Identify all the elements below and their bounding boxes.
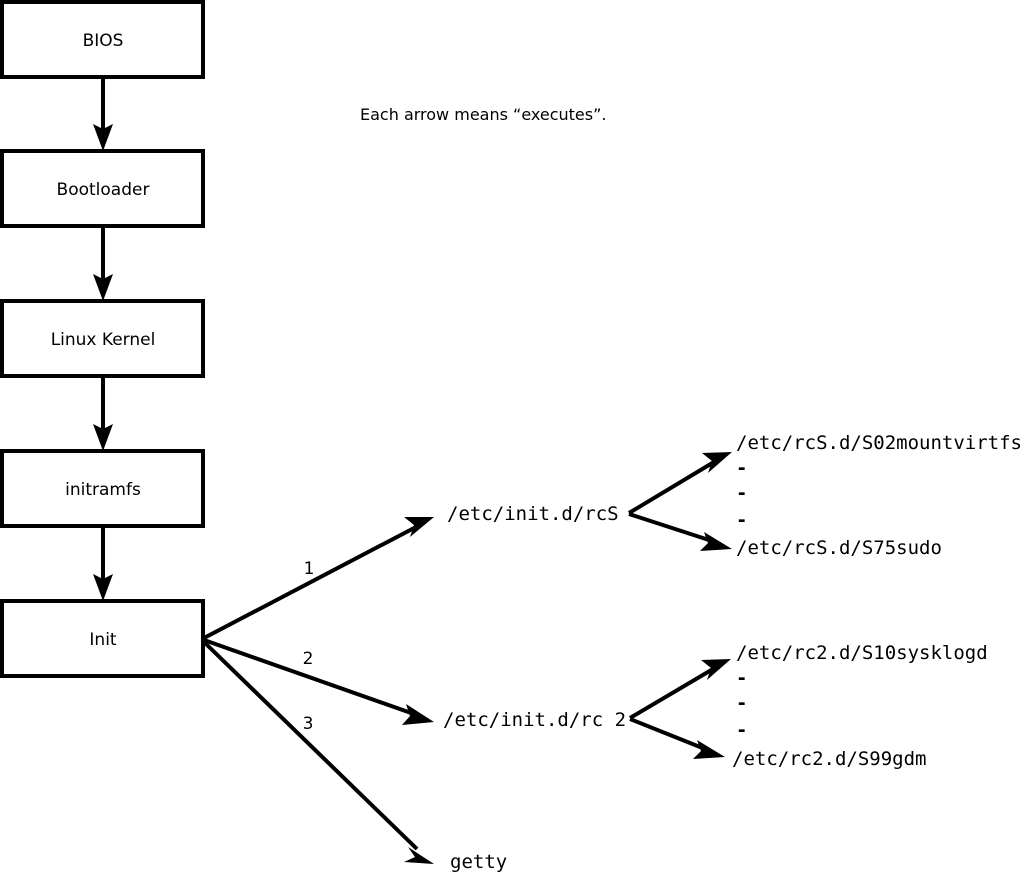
node-init-label: Init — [89, 630, 117, 650]
label-rcs-script-first: /etc/rcS.d/S02mountvirtfs — [736, 432, 1022, 454]
diagram-caption: Each arrow means “executes”. — [360, 105, 606, 124]
label-rc2-script-last: /etc/rc2.d/S99gdm — [732, 748, 926, 770]
node-initramfs-label: initramfs — [65, 480, 141, 500]
node-bootloader[interactable]: Bootloader — [0, 149, 205, 228]
arrowhead-init-getty — [404, 847, 434, 864]
edge-init-branch-1 — [203, 517, 434, 640]
edge-rc2-to-last-script — [629, 717, 725, 759]
node-linux-kernel-rect — [0, 299, 205, 378]
node-bootloader-rect — [0, 149, 205, 228]
node-linux-kernel[interactable]: Linux Kernel — [0, 299, 205, 378]
rcs-ellipsis-dash-2: - — [736, 482, 747, 504]
edge-bios-to-bootloader — [93, 77, 113, 151]
label-init-d-rcs: /etc/init.d/rcS — [447, 503, 619, 525]
rc2-ellipsis-dash-2: - — [736, 692, 747, 714]
arrowhead-initramfs-init — [93, 574, 113, 601]
arrowhead-bios-bootloader — [93, 124, 113, 151]
arrowhead-bootloader-kernel — [93, 274, 113, 301]
edge-init-branch-2 — [203, 638, 434, 725]
arrowhead-rcs-last — [700, 532, 732, 551]
label-getty: getty — [450, 851, 507, 873]
rcs-ellipsis-dash-3: - — [736, 509, 747, 531]
node-init-rect — [0, 599, 205, 678]
arrowhead-rcs-first — [702, 452, 732, 473]
node-bios-label: BIOS — [83, 31, 124, 51]
branch-number-2: 2 — [303, 649, 314, 669]
rc2-ellipsis-dash-1: - — [736, 667, 747, 689]
edge-initramfs-to-init — [93, 526, 113, 601]
edge-init-branch-3 — [202, 640, 434, 864]
arrowhead-kernel-initramfs — [93, 424, 113, 451]
node-bios[interactable]: BIOS — [0, 0, 205, 79]
edge-kernel-to-initramfs — [93, 376, 113, 451]
label-init-d-rc2: /etc/init.d/rc 2 — [443, 709, 626, 731]
edge-rcs-to-first-script — [627, 452, 732, 515]
arrowhead-init-rcs — [404, 517, 434, 537]
arrowhead-rc2-last — [693, 740, 725, 759]
node-initramfs[interactable]: initramfs — [0, 449, 205, 528]
label-rcs-script-last: /etc/rcS.d/S75sudo — [736, 537, 942, 559]
node-bios-rect — [0, 0, 205, 79]
node-linux-kernel-label: Linux Kernel — [51, 330, 156, 350]
arrowhead-rc2-first — [701, 659, 731, 680]
branch-number-1: 1 — [304, 559, 315, 579]
edge-rcs-to-last-script — [628, 512, 732, 551]
rc2-ellipsis-dash-3: - — [736, 719, 747, 741]
edge-rc2-to-first-script — [628, 659, 731, 720]
rcs-ellipsis-dash-1: - — [736, 457, 747, 479]
node-init[interactable]: Init — [0, 599, 205, 678]
label-rc2-script-first: /etc/rc2.d/S10sysklogd — [736, 642, 988, 664]
edge-bootloader-to-kernel — [93, 226, 113, 301]
branch-number-3: 3 — [303, 714, 314, 734]
node-bootloader-label: Bootloader — [57, 180, 150, 200]
arrowhead-init-rc2 — [402, 704, 434, 725]
